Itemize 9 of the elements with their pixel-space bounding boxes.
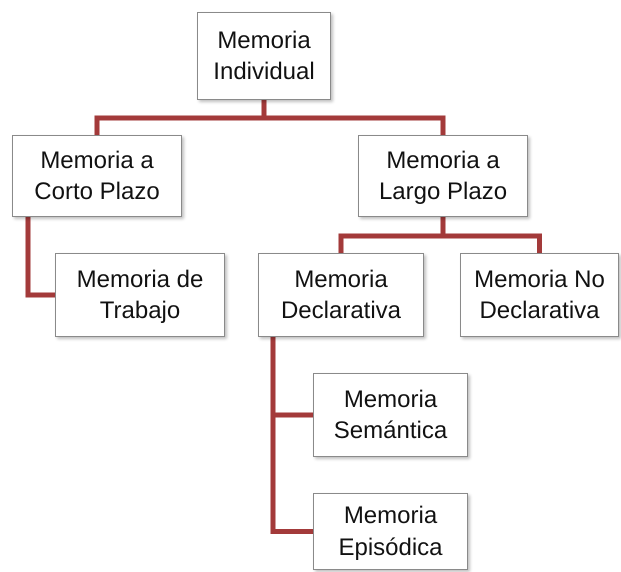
- memory-type-box: Memoria Semántica: [313, 373, 468, 457]
- memory-type-box: Memoria a Corto Plazo: [12, 135, 182, 217]
- memory-type-box: Memoria de Trabajo: [55, 253, 225, 337]
- memory-type-box: Memoria Individual: [197, 12, 331, 100]
- memory-type-box: Memoria Episódica: [313, 493, 468, 570]
- connector-line: [26, 217, 55, 298]
- memory-type-box: Memoria Declarativa: [258, 253, 424, 337]
- memory-type-box: Memoria a Largo Plazo: [358, 135, 528, 217]
- memory-type-box: Memoria No Declarativa: [460, 253, 619, 337]
